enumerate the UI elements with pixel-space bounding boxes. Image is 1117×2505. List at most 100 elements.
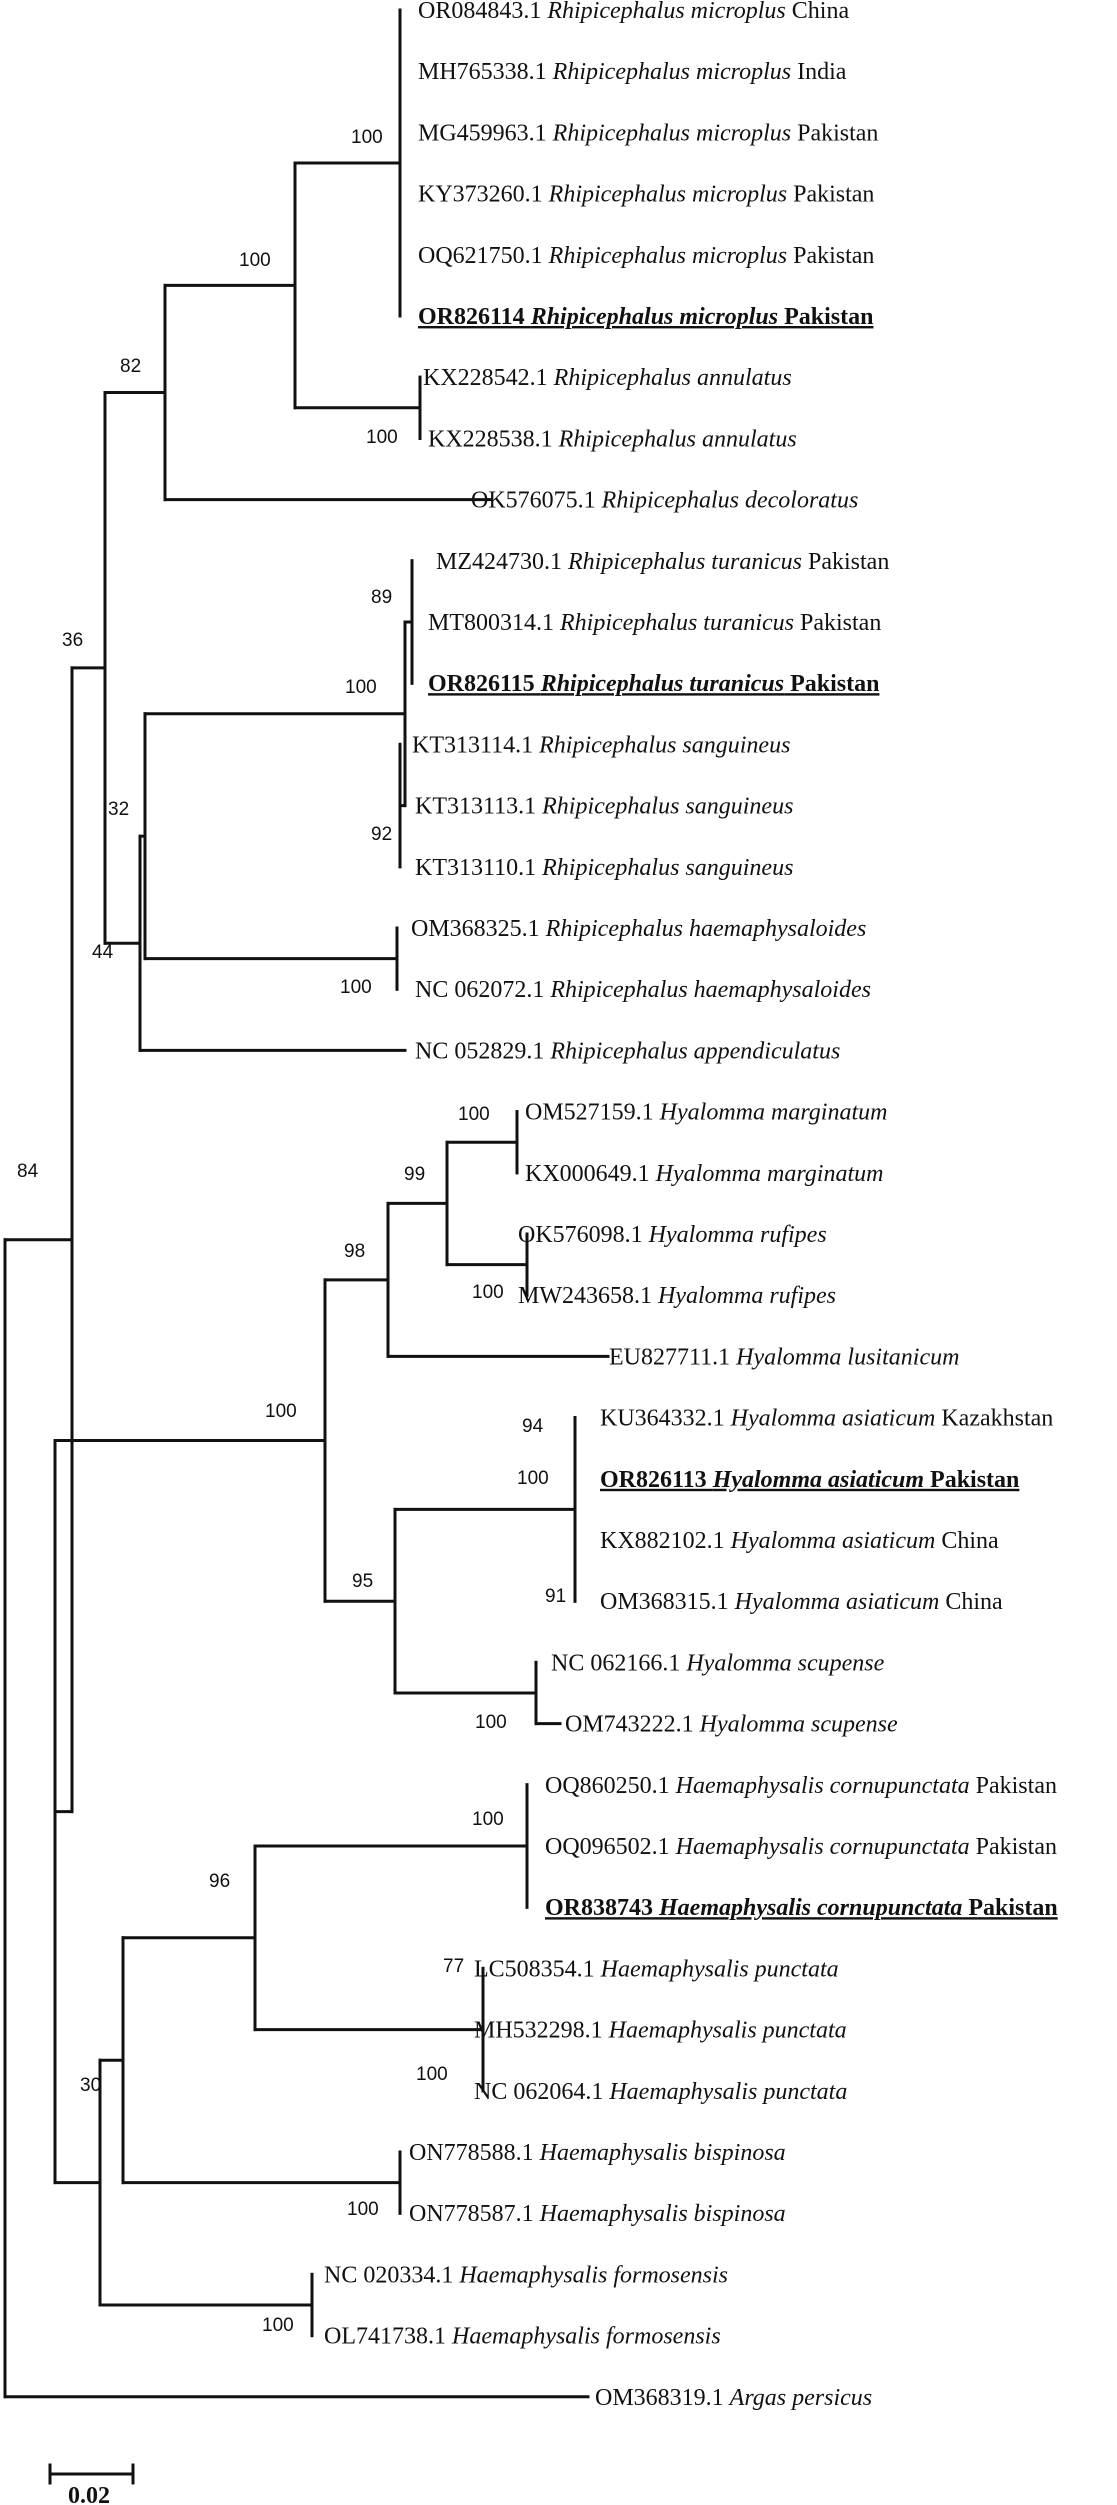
- country-name: China: [939, 1589, 1003, 1615]
- taxon-label: KY373260.1 Rhipicephalus microplus Pakis…: [418, 182, 874, 208]
- species-name: Haemaphysalis punctata: [608, 2079, 847, 2105]
- support-label: 84: [17, 1161, 39, 1182]
- accession-number: OM368315.1: [600, 1589, 735, 1615]
- support-label: 100: [475, 1712, 507, 1733]
- accession-number: OQ621750.1: [418, 243, 549, 269]
- taxon-label: OR826113 Hyalomma asiaticum Pakistan: [600, 1467, 1019, 1493]
- taxon-label: MH532298.1 Haemaphysalis punctata: [474, 2018, 847, 2044]
- taxon-label: LC508354.1 Haemaphysalis punctata: [474, 1956, 839, 1982]
- species-name: Haemaphysalis cornupunctata: [658, 1895, 962, 1921]
- accession-number: OK576098.1: [518, 1222, 649, 1248]
- taxon-label: MH765338.1 Rhipicephalus microplus India: [418, 59, 847, 85]
- support-label: 98: [344, 1241, 365, 1262]
- support-label: 96: [209, 1871, 230, 1892]
- country-name: Pakistan: [784, 671, 879, 697]
- species-name: Haemaphysalis punctata: [608, 2018, 847, 2044]
- species-name: Hyalomma rufipes: [657, 1283, 836, 1309]
- support-label: 99: [404, 1164, 425, 1185]
- species-name: Rhipicephalus sanguineus: [538, 732, 790, 758]
- taxon-label: OK576075.1 Rhipicephalus decoloratus: [471, 488, 858, 514]
- accession-number: OM527159.1: [525, 1100, 660, 1126]
- support-label: 91: [545, 1586, 566, 1607]
- country-name: Pakistan: [791, 120, 878, 146]
- accession-number: OM368325.1: [411, 916, 546, 942]
- taxon-label: OK576098.1 Hyalomma rufipes: [518, 1222, 827, 1248]
- accession-number: OR826114: [418, 304, 531, 330]
- species-name: Rhipicephalus annulatus: [558, 426, 797, 452]
- species-name: Hyalomma rufipes: [648, 1222, 827, 1248]
- taxon-label: KT313113.1 Rhipicephalus sanguineus: [415, 794, 793, 820]
- taxon-label: MW243658.1 Hyalomma rufipes: [518, 1283, 836, 1309]
- support-label: 100: [366, 427, 398, 448]
- support-label: 100: [351, 127, 383, 148]
- accession-number: NC 062064.1: [474, 2079, 609, 2105]
- taxon-label: KX228542.1 Rhipicephalus annulatus: [423, 365, 792, 391]
- support-label: 30: [80, 2075, 101, 2096]
- country-name: Pakistan: [778, 304, 873, 330]
- species-name: Hyalomma marginatum: [659, 1100, 888, 1126]
- species-name: Rhipicephalus microplus: [552, 120, 791, 146]
- accession-number: MG459963.1: [418, 120, 553, 146]
- taxon-label: OQ096502.1 Haemaphysalis cornupunctata P…: [545, 1834, 1057, 1860]
- species-name: Haemaphysalis bispinosa: [539, 2140, 786, 2166]
- accession-number: LC508354.1: [474, 1956, 601, 1982]
- species-name: Hyalomma asiaticum: [730, 1528, 936, 1554]
- species-name: Argas persicus: [728, 2385, 872, 2411]
- species-name: Rhipicephalus microplus: [530, 304, 778, 330]
- accession-number: OR838743: [545, 1895, 659, 1921]
- scale-bar: 0.02: [48, 2463, 135, 2505]
- support-label: 100: [262, 2315, 294, 2336]
- species-name: Hyalomma scupense: [685, 1650, 884, 1676]
- species-name: Rhipicephalus sanguineus: [541, 794, 793, 820]
- accession-number: OK576075.1: [471, 488, 602, 514]
- country-name: Pakistan: [794, 610, 881, 636]
- species-name: Rhipicephalus microplus: [548, 243, 787, 269]
- taxon-label: KT313110.1 Rhipicephalus sanguineus: [415, 855, 793, 881]
- species-name: Haemaphysalis bispinosa: [539, 2201, 786, 2227]
- support-label: 100: [347, 2199, 379, 2220]
- accession-number: KX228542.1: [423, 365, 554, 391]
- species-name: Rhipicephalus microplus: [552, 59, 791, 85]
- taxon-label: OQ621750.1 Rhipicephalus microplus Pakis…: [418, 243, 874, 269]
- accession-number: NC 052829.1: [415, 1038, 550, 1064]
- taxon-label: NC 062072.1 Rhipicephalus haemaphysaloid…: [415, 977, 871, 1003]
- taxon-label: OL741738.1 Haemaphysalis formosensis: [324, 2324, 721, 2350]
- country-name: Pakistan: [802, 549, 889, 575]
- species-name: Haemaphysalis cornupunctata: [675, 1773, 970, 1799]
- species-name: Hyalomma lusitanicum: [735, 1344, 959, 1370]
- species-name: Hyalomma asiaticum: [734, 1589, 940, 1615]
- taxon-label: OM368325.1 Rhipicephalus haemaphysaloide…: [411, 916, 866, 942]
- country-name: Pakistan: [787, 243, 874, 269]
- accession-number: MT800314.1: [428, 610, 560, 636]
- taxon-label: NC 052829.1 Rhipicephalus appendiculatus: [415, 1038, 840, 1064]
- species-name: Haemaphysalis cornupunctata: [675, 1834, 970, 1860]
- taxon-label: ON778587.1 Haemaphysalis bispinosa: [409, 2201, 786, 2227]
- accession-number: NC 062072.1: [415, 977, 550, 1003]
- accession-number: NC 020334.1: [324, 2262, 459, 2288]
- support-label: 100: [340, 977, 372, 998]
- taxon-label: OR084843.1 Rhipicephalus microplus China: [418, 0, 849, 24]
- accession-number: KT313114.1: [412, 732, 539, 758]
- accession-number: OM368319.1: [595, 2385, 730, 2411]
- accession-number: OQ860250.1: [545, 1773, 676, 1799]
- taxon-label: OM368319.1 Argas persicus: [595, 2385, 872, 2411]
- support-label: 44: [92, 942, 114, 963]
- species-name: Haemaphysalis punctata: [600, 1956, 839, 1982]
- taxon-label: KT313114.1 Rhipicephalus sanguineus: [412, 732, 790, 758]
- taxon-label: ON778588.1 Haemaphysalis bispinosa: [409, 2140, 786, 2166]
- support-values: 100 100 100 82 36 89 100 92 32 100 44 10…: [17, 127, 566, 2336]
- support-label: 77: [443, 1956, 464, 1977]
- taxon-label: KX000649.1 Hyalomma marginatum: [525, 1161, 883, 1187]
- taxon-label: OQ860250.1 Haemaphysalis cornupunctata P…: [545, 1773, 1057, 1799]
- accession-number: MZ424730.1: [436, 549, 568, 575]
- support-label: 100: [265, 1401, 297, 1422]
- taxon-label: OR826115 Rhipicephalus turanicus Pakista…: [428, 671, 879, 697]
- scale-bar-label: 0.02: [68, 2483, 110, 2505]
- support-label: 100: [472, 1282, 504, 1303]
- taxon-label: OR838743 Haemaphysalis cornupunctata Pak…: [545, 1895, 1058, 1921]
- taxon-label: OM743222.1 Hyalomma scupense: [565, 1712, 898, 1738]
- species-name: Hyalomma marginatum: [655, 1161, 884, 1187]
- species-name: Rhipicephalus haemaphysaloides: [545, 916, 867, 942]
- country-name: India: [791, 59, 847, 85]
- taxon-labels: OR084843.1 Rhipicephalus microplus China…: [324, 0, 1058, 2411]
